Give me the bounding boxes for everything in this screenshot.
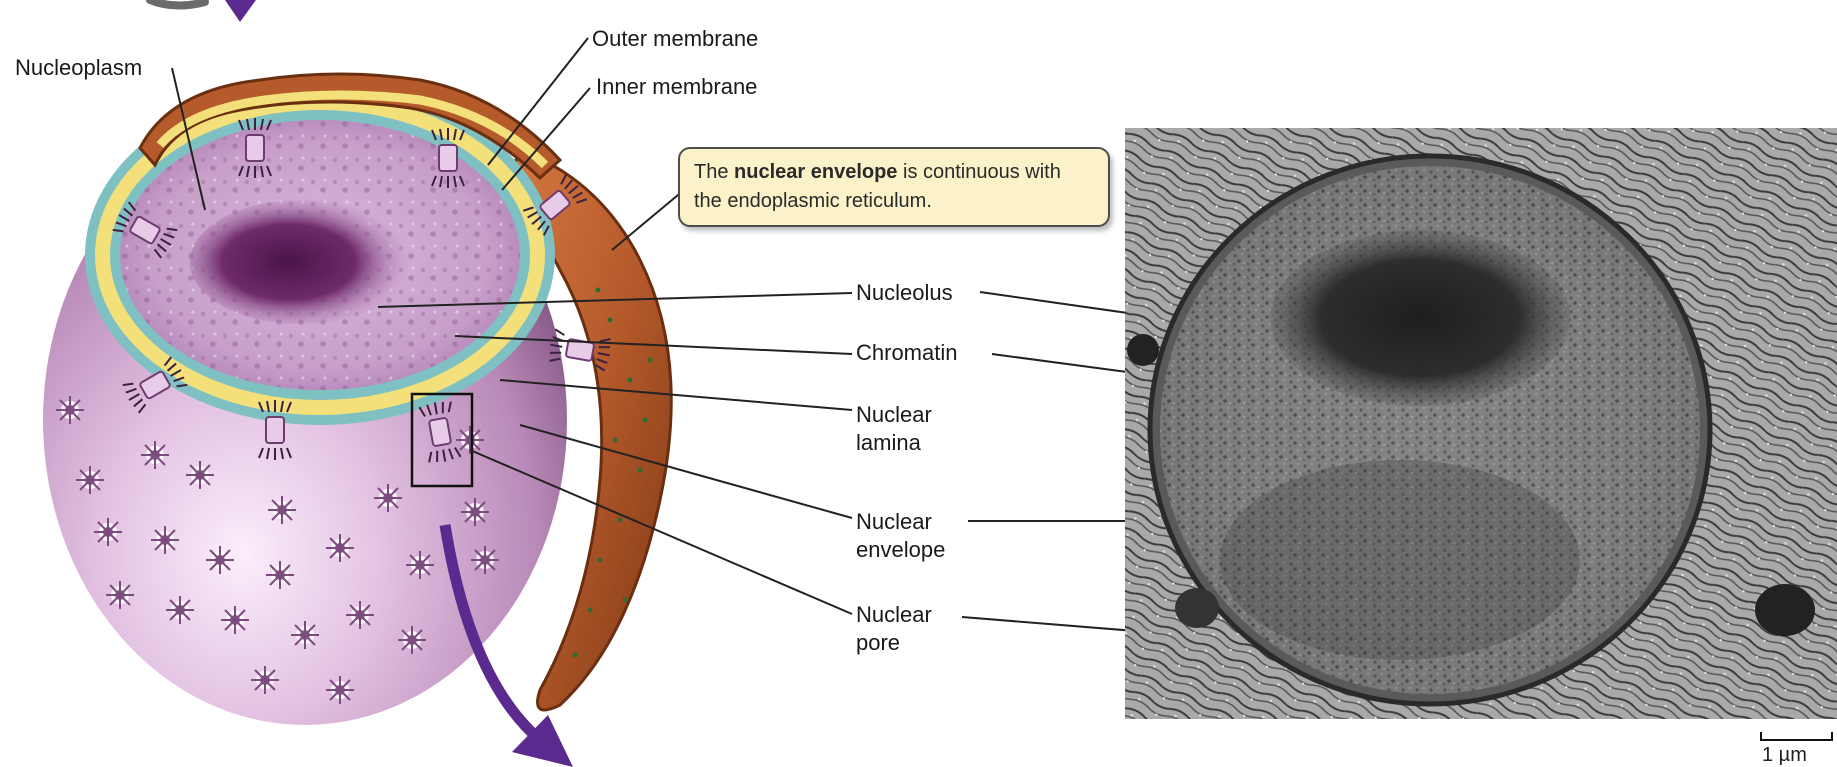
label-nucleolus: Nucleolus xyxy=(856,279,953,307)
scale-bar xyxy=(1761,732,1832,740)
micrograph-dark-region xyxy=(1220,460,1580,660)
scale-bar-label: 1 µm xyxy=(1762,744,1807,767)
micrograph-nucleolus xyxy=(1270,230,1570,406)
electron-micrograph xyxy=(1125,128,1837,719)
label-nuclear-envelope: Nuclear envelope xyxy=(856,508,976,564)
callout-bold: nuclear envelope xyxy=(734,161,897,183)
label-outer-membrane: Outer membrane xyxy=(592,25,758,53)
micrograph-organelle-bottom xyxy=(1175,588,1219,628)
micrograph-organelle-right xyxy=(1755,584,1815,636)
label-nuclear-pore: Nuclear pore xyxy=(856,601,976,657)
label-chromatin: Chromatin xyxy=(856,339,957,367)
callout-prefix: The xyxy=(694,161,734,183)
arrow-fragment-top xyxy=(225,0,256,22)
label-inner-membrane: Inner membrane xyxy=(596,73,757,101)
envelope-callout: The nuclear envelope is continuous with … xyxy=(678,147,1110,227)
micrograph-organelle-left xyxy=(1127,334,1159,366)
nucleolus-shape xyxy=(190,200,410,324)
arc-fragment-top xyxy=(150,0,205,6)
label-nucleoplasm: Nucleoplasm xyxy=(15,54,142,82)
label-nuclear-lamina: Nuclear lamina xyxy=(856,401,976,457)
